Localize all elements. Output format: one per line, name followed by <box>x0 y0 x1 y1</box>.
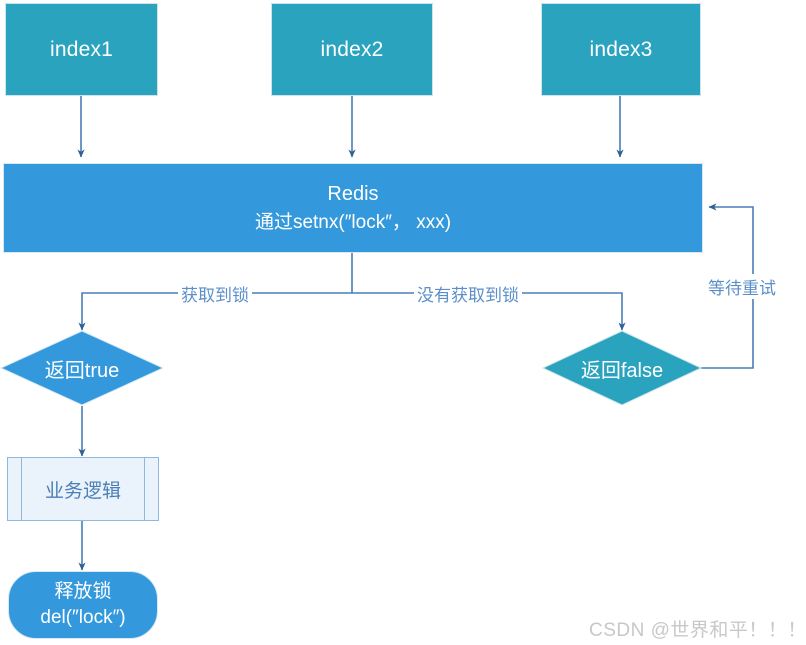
predefined-process-right-bar <box>144 458 145 520</box>
diamond-return-false <box>541 330 703 406</box>
diamond-return-true <box>0 330 165 406</box>
node-redis[interactable]: Redis 通过setnx(″lock″， xxx) <box>3 163 703 253</box>
node-index3-label: index3 <box>589 37 653 61</box>
node-redis-command: 通过setnx(″lock″， xxx) <box>254 211 452 233</box>
node-redis-title: Redis <box>327 182 379 205</box>
csdn-watermark-text: CSDN @世界和平！！！ <box>589 620 806 641</box>
edge-label-wait-retry-text: 等待重试 <box>708 279 776 298</box>
edge-label-wait-retry: 等待重试 <box>705 274 779 299</box>
predefined-process-left-bar <box>21 458 22 520</box>
node-index2-label: index2 <box>320 37 384 61</box>
csdn-watermark: CSDN @世界和平！！！ <box>589 615 806 642</box>
node-release-lock[interactable]: 释放锁 del(″lock″) <box>8 571 158 639</box>
node-business-logic-label: 业务逻辑 <box>44 480 121 502</box>
node-release-lock-command: del(″lock″) <box>40 607 126 628</box>
node-business-logic[interactable]: 业务逻辑 <box>7 457 159 521</box>
node-index3[interactable]: index3 <box>541 3 701 96</box>
node-index2[interactable]: index2 <box>271 3 433 96</box>
node-index1-label: index1 <box>49 37 114 61</box>
edge-label-acquired-lock-text: 获取到锁 <box>181 286 249 305</box>
edge-label-acquired-lock: 获取到锁 <box>178 281 252 306</box>
node-release-lock-title: 释放锁 <box>54 581 112 603</box>
node-index1[interactable]: index1 <box>5 3 158 96</box>
edge-label-not-acquired-lock: 没有获取到锁 <box>414 281 522 306</box>
edge-label-not-acquired-lock-text: 没有获取到锁 <box>417 286 519 305</box>
connector-branch-to-true <box>78 292 352 331</box>
